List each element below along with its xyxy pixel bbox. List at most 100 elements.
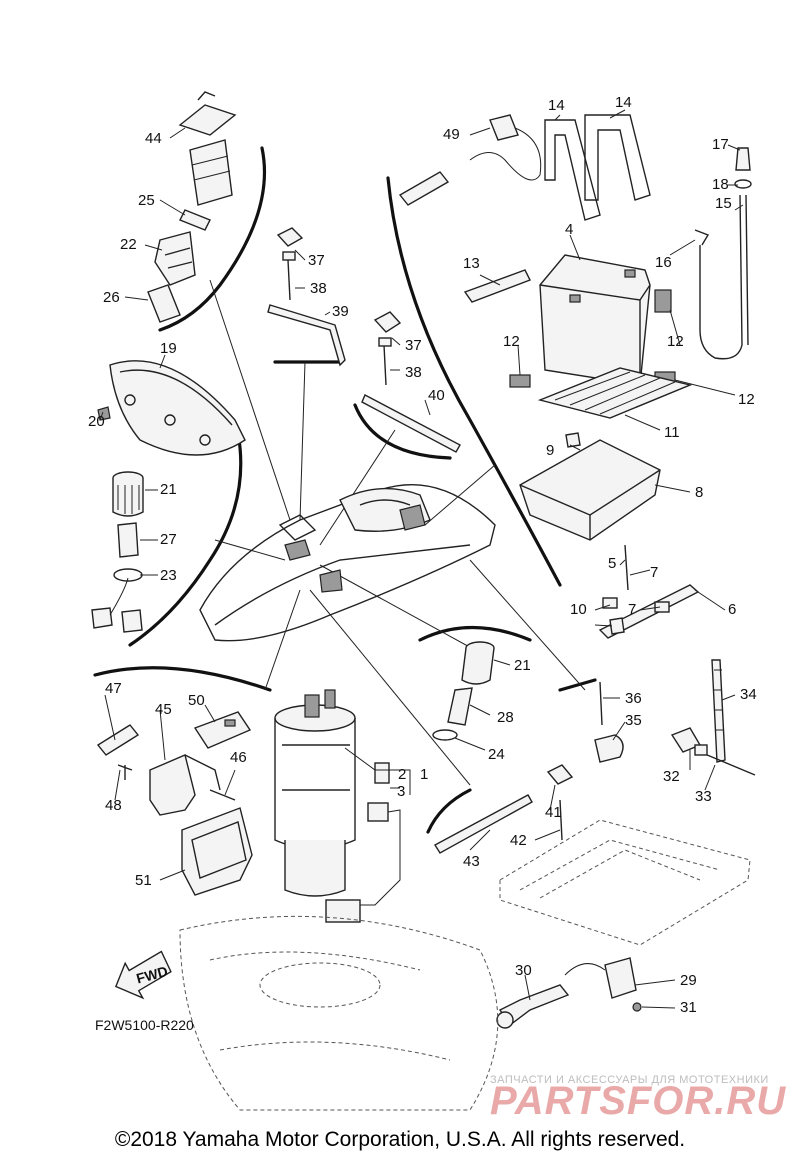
callout-2: 2 [398,766,406,783]
fuel-pump-assembly [274,689,401,923]
callout-8: 8 [695,484,703,501]
group-bracket-bottom-left [93,666,272,692]
diagram-code: F2W5100-R220 [95,1017,194,1033]
part-38-bolt [282,251,296,301]
part-38b-bolt [378,337,392,386]
part-35-holder [594,734,624,763]
part-33-sensor [694,744,756,776]
callout-38b: 38 [405,364,422,381]
callout-10: 10 [570,601,587,618]
callout-12a: 12 [503,333,520,350]
callout-13: 13 [463,255,480,272]
callout-1: 1 [420,766,428,783]
callout-25: 25 [138,192,155,209]
callout-18: 18 [712,176,729,193]
callout-24: 24 [488,746,505,763]
callout-45: 45 [155,701,172,718]
callout-47: 47 [105,680,122,697]
callout-20: 20 [88,413,105,430]
part-51-module [181,807,253,896]
callout-22: 22 [120,236,137,253]
callout-42: 42 [510,832,527,849]
callout-17: 17 [712,136,729,153]
fwd-label: FWD [135,963,170,987]
callout-16: 16 [655,254,672,271]
callout-28: 28 [497,709,514,726]
part-44-cap [178,91,237,136]
part-41-clip [546,764,574,785]
callout-39: 39 [332,303,349,320]
part-27-spacer [117,522,139,558]
callout-33: 33 [695,788,712,805]
part-11-tray-mat [537,367,693,419]
callout-4: 4 [565,221,573,238]
group-bracket-bottom-center [426,788,472,834]
callout-46: 46 [230,749,247,766]
callout-11: 11 [664,424,680,441]
callout-5: 5 [608,555,616,572]
part-30-sensor [496,984,570,1029]
wire-harness-left [91,577,143,633]
part-50-key [193,711,252,749]
part-36-bolt [599,681,603,726]
group-bracket-center-mid [353,403,452,460]
callout-21b: 21 [514,657,531,674]
callout-3: 3 [397,783,405,800]
part-15-vent-tube [699,194,749,360]
part-7-collar [602,597,670,613]
part-13-pad [463,269,531,303]
part-10-bolt [609,617,625,635]
callout-9: 9 [546,442,554,459]
callout-23: 23 [160,567,177,584]
callout-43: 43 [463,853,480,870]
part-18-clamp [734,179,752,189]
callout-35: 35 [625,712,642,729]
part-49-cable [398,114,542,206]
part-47-plate [96,724,140,756]
callout-50: 50 [188,692,205,709]
part-9-bolt [565,432,581,448]
part-28-spacer [447,687,473,726]
callout-51: 51 [135,872,152,889]
watermark-line2: PARTSFOR.RU [490,1079,786,1120]
callout-34: 34 [740,686,757,703]
part-29-switch [564,957,637,999]
group-bracket-bottom-right [558,678,597,692]
part-14-strap [544,114,651,221]
callout-37b: 37 [405,337,422,354]
part-16-clamp [694,229,710,246]
part-31-screw [632,1002,642,1012]
callout-37a: 37 [308,252,325,269]
callout-21a: 21 [160,481,177,498]
callout-12c: 12 [738,391,755,408]
callout-29: 29 [680,972,697,989]
part-43-band [434,794,533,854]
callout-41: 41 [545,804,562,821]
callout-48: 48 [105,797,122,814]
hull-floor-left [179,915,499,1111]
part-37b-clip [373,311,402,333]
callout-15: 15 [715,195,732,212]
fwd-arrow: FWD [114,950,172,1000]
group-bracket-left [128,431,243,647]
callout-7b: 7 [628,601,636,618]
part-21-filter [112,471,144,517]
parts-diagram: FWD 1 2 3 [88,91,786,1120]
part-22-pump [154,231,196,286]
part-25-hose [179,209,211,231]
callout-30: 30 [515,962,532,979]
part-5-bolt [624,544,629,591]
part-42-bolt [559,799,563,841]
part-19-meter [109,360,246,456]
callout-14b: 14 [615,94,632,111]
callout-26: 26 [103,289,120,306]
callout-40: 40 [428,387,445,404]
callout-7a: 7 [650,564,658,581]
callout-44: 44 [145,130,162,147]
callout-49: 49 [443,126,460,143]
callout-32: 32 [663,768,680,785]
part-44-filter [189,139,233,206]
callout-6: 6 [728,601,736,618]
part-39-band [267,304,346,367]
callout-31: 31 [680,999,697,1016]
